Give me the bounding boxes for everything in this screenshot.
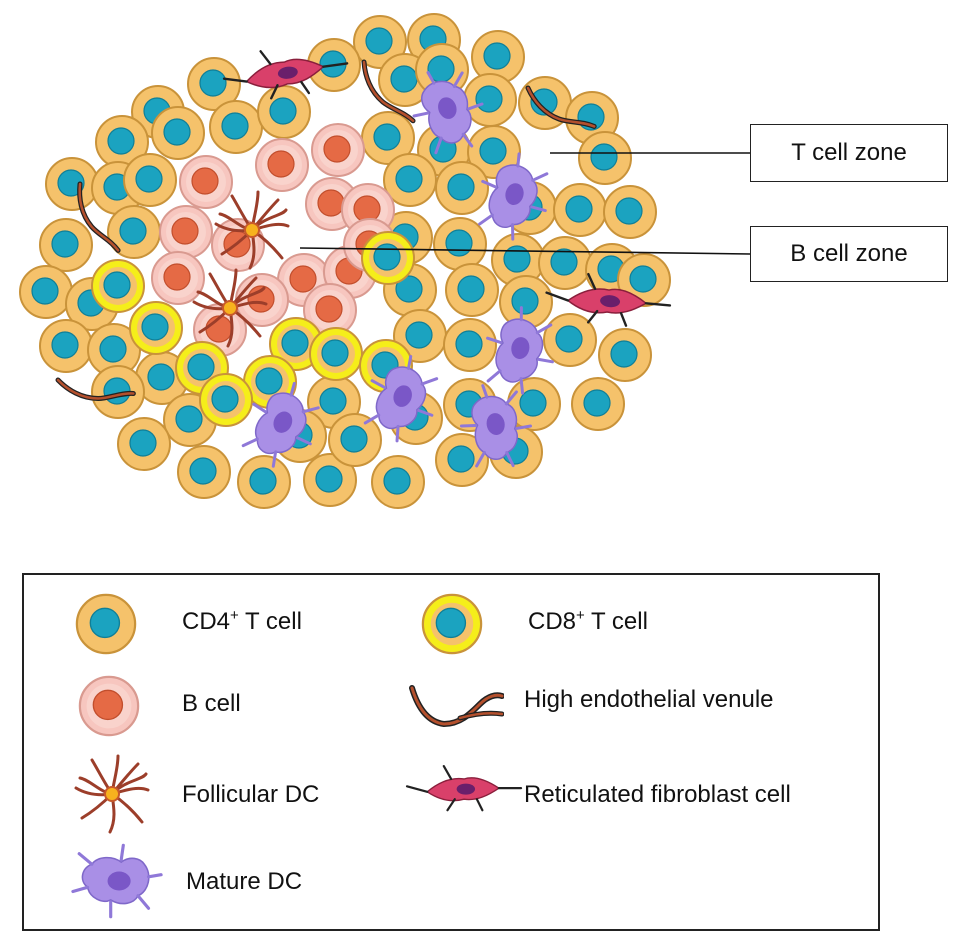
legend-fibroblast: Reticulated fibroblast cell	[524, 781, 791, 808]
tertiary-lymphoid-structure-diagram	[19, 13, 751, 509]
cd4-t-cell	[603, 185, 657, 239]
cd4-t-cell	[443, 318, 497, 372]
cd8-t-cell	[199, 373, 253, 427]
cd4-t-cell	[19, 265, 73, 319]
fibroblast-icon	[405, 764, 523, 812]
legend-cd8: CD8+ T cell	[528, 607, 648, 635]
cd4-t-cell	[445, 263, 499, 317]
cd8-t-cell	[361, 231, 415, 285]
cd4-t-cell	[123, 153, 177, 207]
mature-dc-icon	[71, 843, 163, 919]
cd4-t-cell	[463, 73, 517, 127]
cd4-t-cell	[435, 161, 489, 215]
b-cell	[159, 205, 213, 259]
b-cell	[151, 251, 205, 305]
b-cells	[151, 123, 397, 357]
cd4-t-cell	[257, 85, 311, 139]
lymphoid-cluster	[19, 13, 674, 509]
hev-icon	[409, 685, 504, 728]
cd4-t-cell	[578, 131, 632, 185]
b-cell-zone-text: B cell zone	[790, 240, 908, 267]
cd4-t-cell	[117, 417, 171, 471]
legend-hev: High endothelial venule	[524, 686, 774, 713]
b-cell	[179, 155, 233, 209]
cd8-t-cell-icon	[421, 593, 483, 655]
cd4-t-cell	[328, 413, 382, 467]
cd4-t-cell	[433, 217, 487, 271]
cd4-t-cell	[553, 183, 607, 237]
cd4-t-cell	[151, 106, 205, 160]
b-cell-zone-label: B cell zone	[750, 226, 948, 282]
legend-b-cell: B cell	[182, 690, 241, 717]
cd4-t-cell	[371, 455, 425, 509]
b-cell	[311, 123, 365, 177]
cd4-t-cell	[39, 319, 93, 373]
cd4-t-cell	[538, 236, 592, 290]
cd4-t-cell	[598, 328, 652, 382]
cd4-t-cell	[91, 365, 145, 419]
cd4-t-cell	[571, 377, 625, 431]
b-cell-icon	[78, 675, 140, 737]
legend-follicular-dc: Follicular DC	[182, 781, 320, 808]
cd4-t-cell	[177, 445, 231, 499]
legend-mature-dc: Mature DC	[186, 868, 303, 895]
t-cell-zone-text: T cell zone	[791, 139, 907, 166]
follicular-dc-icon	[74, 754, 150, 834]
cd8-t-cell	[309, 327, 363, 381]
b-cell	[255, 138, 309, 192]
cd8-t-cell	[129, 301, 183, 355]
b-zone-leader	[299, 247, 751, 255]
legend-cd4: CD4+ T cell	[182, 607, 302, 635]
t-cell-zone-label: T cell zone	[750, 124, 948, 182]
cd4-t-cell	[45, 157, 99, 211]
cd8-t-cell	[91, 259, 145, 313]
cd4-t-cell	[39, 218, 93, 272]
cd4-t-cell-icon	[75, 593, 137, 655]
cd4-t-cell	[237, 455, 291, 509]
cd4-t-cell	[209, 100, 263, 154]
